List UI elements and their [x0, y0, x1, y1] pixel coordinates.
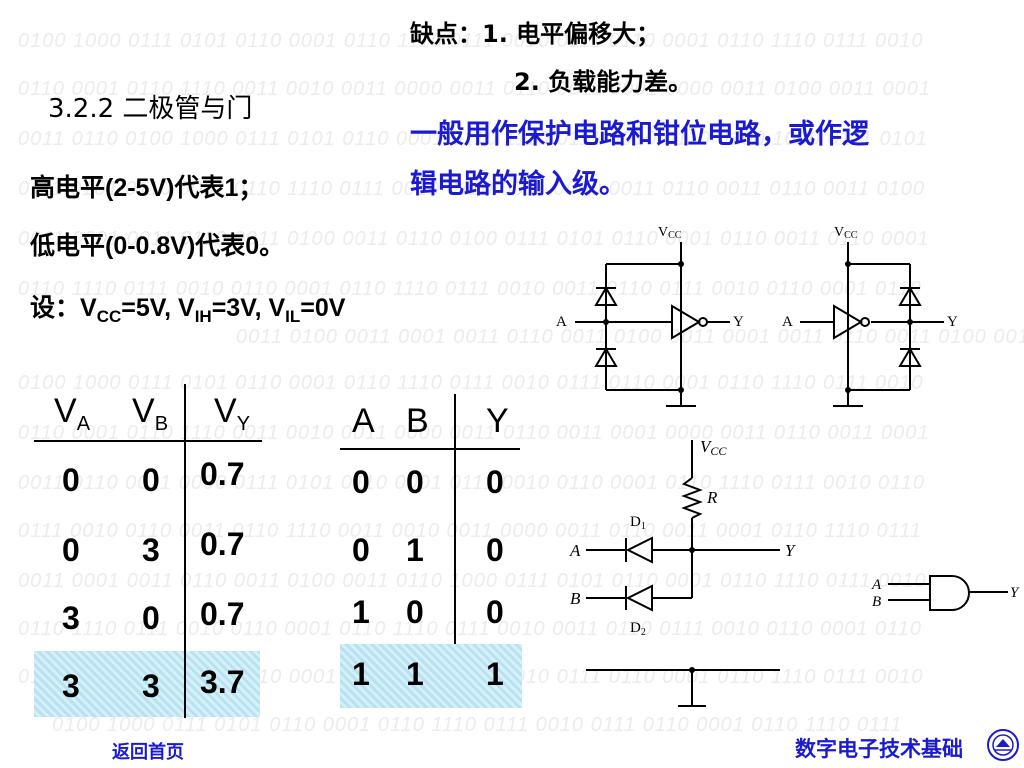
- output-y-label: Y: [1010, 585, 1020, 601]
- logic-cell: 0: [406, 464, 424, 500]
- drawback-line-2: 2. 负载能力差。: [514, 68, 693, 96]
- input-b-label: B: [570, 589, 581, 608]
- high-level-definition: 高电平(2-5V)代表1；: [30, 174, 264, 202]
- header-sub: Y: [236, 412, 251, 435]
- setting-text: =0V: [300, 294, 346, 322]
- logic-cell: 0: [486, 594, 504, 630]
- header-main: V: [54, 392, 77, 430]
- setting-sub: IH: [194, 307, 212, 326]
- course-title: 数字电子技术基础: [795, 737, 963, 761]
- logic-cell: 0: [486, 464, 504, 500]
- voltage-cell: 3: [62, 668, 80, 704]
- logic-cell: 0: [406, 594, 424, 630]
- university-logo-icon: [987, 729, 1019, 761]
- input-b-label: B: [872, 594, 881, 610]
- usage-line-1: 一般用作保护电路和钳位电路，或作逻: [410, 119, 869, 150]
- voltage-cell: 3: [62, 600, 80, 636]
- setting-text: =5V, V: [121, 294, 195, 322]
- logic-cell: 1: [352, 656, 370, 692]
- output-y-label: Y: [947, 314, 958, 330]
- voltage-cell: 0.7: [200, 526, 245, 562]
- input-a-label: A: [871, 577, 882, 593]
- voltage-cell: 0: [142, 462, 160, 498]
- highlight-row: [34, 651, 260, 717]
- voltage-table-header: VB: [132, 392, 168, 436]
- resistor-label: R: [706, 488, 718, 507]
- setting-sub: CC: [96, 307, 122, 326]
- logic-cell: 0: [486, 532, 504, 568]
- voltage-cell: 0.7: [200, 456, 245, 492]
- input-a-label: A: [556, 314, 567, 330]
- header-main: V: [214, 392, 237, 430]
- section-title: 3.2.2 二极管与门: [48, 94, 253, 124]
- logic-cell: 1: [352, 594, 370, 630]
- vcc-label: VCC: [658, 225, 682, 241]
- vcc-label: VCC: [700, 437, 727, 458]
- and-gate-symbol: [888, 575, 1008, 611]
- logic-table-header: A: [352, 402, 375, 440]
- clamp-circuit-inverter-left: [575, 242, 730, 407]
- header-sub: A: [76, 412, 91, 435]
- logic-cell: 0: [352, 464, 370, 500]
- voltage-cell: 3.7: [200, 664, 245, 700]
- voltage-cell: 3: [142, 532, 160, 568]
- logic-cell: 1: [406, 532, 424, 568]
- output-y-label: Y: [785, 541, 796, 560]
- voltage-table-header: VY: [214, 392, 250, 436]
- diode-and-gate-circuit: [586, 440, 780, 707]
- logic-cell: 0: [352, 532, 370, 568]
- usage-line-2: 辑电路的输入级。: [410, 169, 626, 200]
- diode-d2-label: D2: [630, 620, 646, 638]
- clamp-circuit-inverter-right: [800, 242, 944, 407]
- setting-text: 设：V: [30, 294, 97, 322]
- input-a-label: A: [782, 314, 793, 330]
- back-home-link[interactable]: 返回首页: [112, 742, 184, 763]
- header-sub: B: [154, 412, 169, 435]
- logic-cell: 1: [406, 656, 424, 692]
- voltage-cell: 0: [62, 462, 80, 498]
- voltage-cell: 0.7: [200, 596, 245, 632]
- voltage-table-header: VA: [54, 392, 90, 436]
- drawback-line-1: 缺点：1. 电平偏移大；: [410, 20, 661, 48]
- highlight-row: [340, 644, 522, 708]
- vcc-label: VCC: [834, 225, 858, 241]
- low-level-definition: 低电平(0-0.8V)代表0。: [30, 232, 285, 260]
- setting-text: =3V, V: [211, 294, 286, 322]
- input-a-label: A: [569, 541, 581, 560]
- setting-sub: IL: [285, 307, 301, 326]
- voltage-setting: 设：VCC=5V, VIH=3V, VIL=0V: [30, 288, 345, 327]
- voltage-cell: 3: [142, 668, 160, 704]
- output-y-label: Y: [733, 314, 744, 330]
- voltage-cell: 0: [142, 600, 160, 636]
- diode-d1-label: D1: [630, 514, 646, 532]
- logic-cell: 1: [486, 656, 504, 692]
- logic-table-header: Y: [486, 402, 509, 440]
- voltage-cell: 0: [62, 532, 80, 568]
- logic-table-header: B: [406, 402, 429, 440]
- header-main: V: [132, 392, 155, 430]
